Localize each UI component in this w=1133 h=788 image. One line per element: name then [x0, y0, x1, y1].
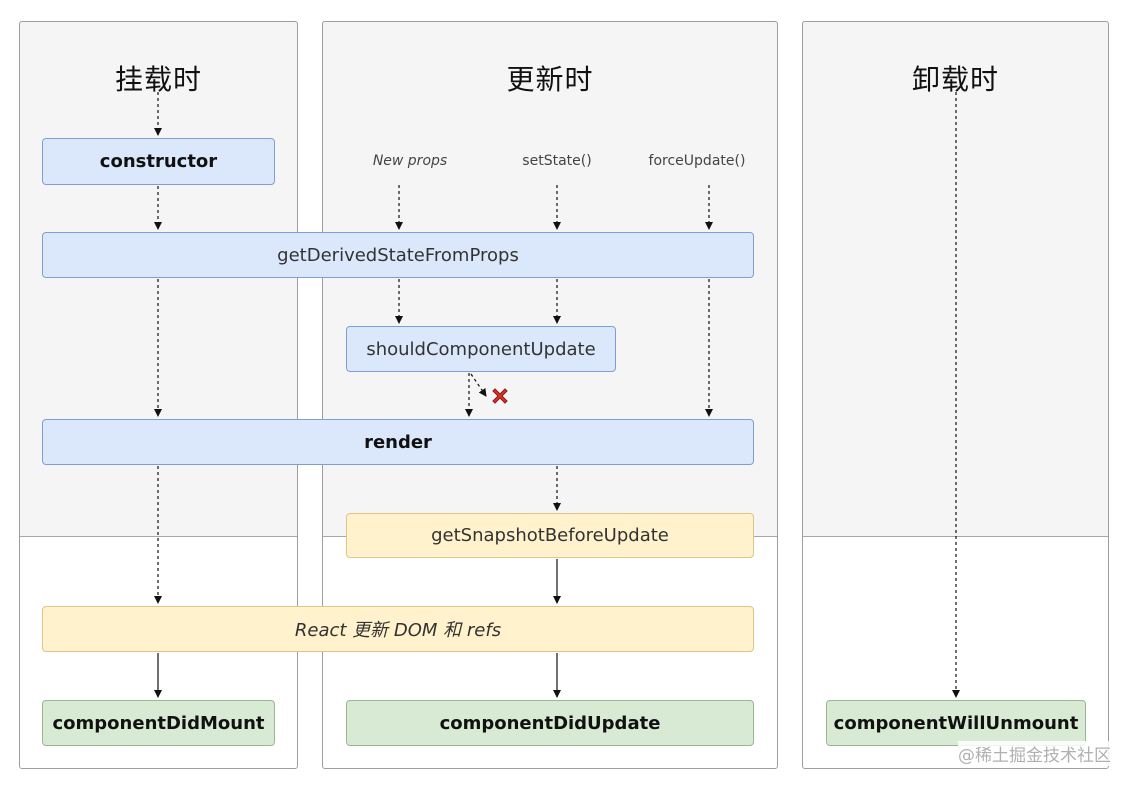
- component-did-update-box: componentDidUpdate: [346, 700, 754, 746]
- should-component-update-box: shouldComponentUpdate: [346, 326, 616, 372]
- unmount-column-title: 卸载时: [911, 63, 999, 96]
- mount-column-title: 挂载时: [114, 63, 202, 96]
- arrow-should-to-stop: [470, 373, 487, 397]
- react-updates-dom-box: React 更新 DOM 和 refs: [42, 606, 754, 652]
- component-did-mount-box: componentDidMount: [42, 700, 275, 746]
- get-derived-state-from-props-box: getDerivedStateFromProps: [42, 232, 754, 278]
- set-state-label: setState(): [522, 153, 592, 169]
- component-will-unmount-box: componentWillUnmount: [826, 700, 1086, 746]
- stop-cross-icon: [492, 388, 508, 404]
- new-props-label: New props: [372, 153, 448, 169]
- update-column-title: 更新时: [506, 63, 594, 96]
- constructor-box: constructor: [42, 138, 275, 185]
- column-divider: [20, 536, 297, 537]
- force-update-label: forceUpdate(): [648, 153, 746, 169]
- get-snapshot-before-update-box: getSnapshotBeforeUpdate: [346, 513, 754, 558]
- watermark: @稀土掘金技术社区: [958, 741, 1111, 766]
- render-box: render: [42, 419, 754, 465]
